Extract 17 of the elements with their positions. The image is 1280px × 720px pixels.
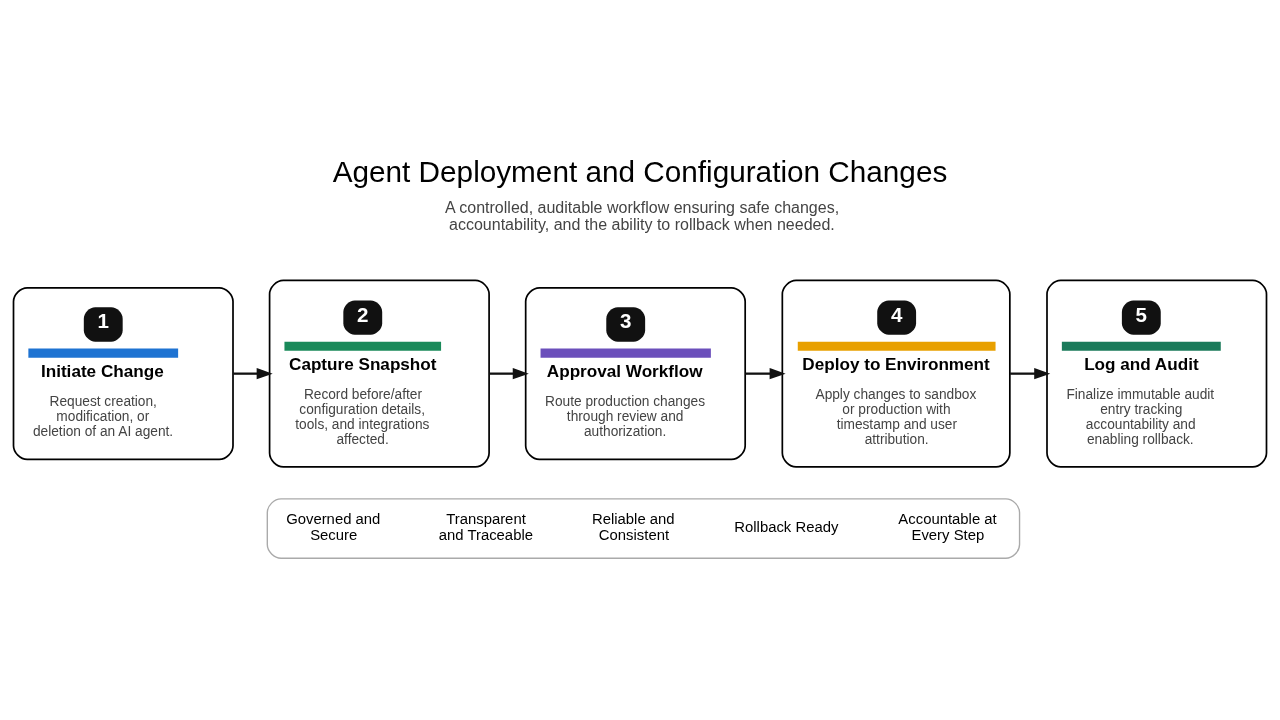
arrow: [233, 367, 273, 379]
arrow: [745, 367, 786, 379]
node-box: 4 Deploy to Environment Apply changes to sandbox or production with timestamp and user attribution.: [781, 279, 1011, 468]
arrow: [489, 367, 529, 379]
cluster: [266, 497, 1021, 559]
node-text: Transparent and Traceable: [438, 510, 533, 543]
node-box: 1 Initiate Change Request creation, modification, or deletion of an AI agent.: [12, 286, 234, 460]
node-text: Reliable and Consistent: [591, 510, 675, 543]
node-box: 3 Approval Workflow Route production changes through review and authorization.: [524, 286, 747, 460]
arrow: [1010, 367, 1051, 379]
node-box: 5 Log and Audit Finalize immutable audit entry tracking accountability and enabling rollback.: [1046, 279, 1268, 468]
label: A controlled, auditable workflow ensuring safe changes, accountability, and the ability to rollback when needed.: [445, 198, 840, 233]
node-text: Accountable at Every Step: [898, 510, 997, 543]
diagram-title: Agent Deployment and Configuration Changes: [332, 154, 948, 188]
node-box: 2 Capture Snapshot Record before/after configuration details, tools, and integrations affected.: [268, 279, 490, 468]
node-text: Rollback Ready: [734, 518, 839, 535]
node-text: Governed and Secure: [286, 510, 381, 543]
